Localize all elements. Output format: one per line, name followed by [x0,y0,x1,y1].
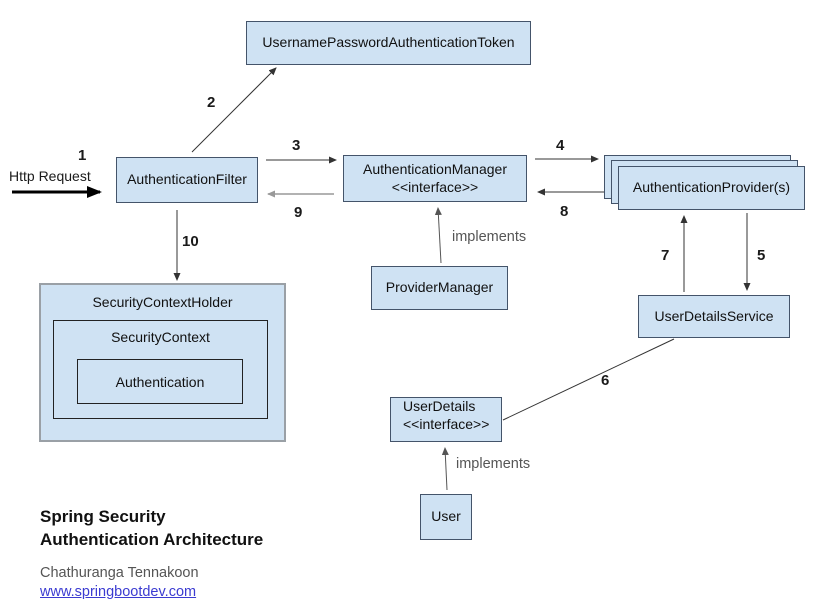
node-label-line1: AuthenticationManager [363,161,507,177]
step-label-2: 2 [207,94,216,111]
node-label: AuthenticationProvider(s) [632,179,791,196]
step-label-6: 6 [601,372,610,389]
arrow-step-2 [191,67,277,153]
node-authentication: Authentication [77,359,243,404]
arrow-implements-user [441,447,449,491]
step-label-1: 1 [78,147,87,164]
step-label-7: 7 [661,247,670,264]
implements-label-user: implements [456,456,531,472]
node-label: User [431,508,461,525]
title-block: Spring Security Authentication Architect… [40,505,263,602]
author-name: Chathuranga Tennakoon [40,564,199,581]
node-label-line1: UserDetails [403,398,476,414]
node-label-line2: <<interface>> [403,415,490,432]
website-link[interactable]: www.springbootdev.com [40,583,197,600]
node-label: SecurityContextHolder [92,294,233,310]
node-user-details: UserDetails <<interface>> [390,397,502,442]
diagram-title-line1: Spring Security [40,507,166,526]
node-label: AuthenticationFilter [127,171,247,188]
step-label-5: 5 [757,247,766,264]
node-label-line2: <<interface>> [391,178,479,195]
step-label-9: 9 [294,204,303,221]
node-label: SecurityContext [111,329,210,345]
http-request-label: Http Request [9,168,91,184]
step-label-10: 10 [182,233,199,250]
node-provider-manager: ProviderManager [371,266,508,310]
node-authentication-filter: AuthenticationFilter [116,157,258,203]
diagram-title-line2: Authentication Architecture [40,530,264,550]
node-username-password-authentication-token: UsernamePasswordAuthenticationToken [246,21,531,65]
step-label-3: 3 [292,137,301,154]
node-security-context-holder: SecurityContextHolder SecurityContext Au… [39,283,286,442]
arrow-implements-providermanager [434,207,442,264]
node-label: ProviderManager [385,279,494,296]
node-label: UserDetailsService [654,307,774,324]
step-label-4: 4 [556,137,565,154]
node-user-details-service: UserDetailsService [638,295,790,338]
node-security-context: SecurityContext Authentication [53,320,268,419]
step-label-8: 8 [560,203,569,220]
node-label: UsernamePasswordAuthenticationToken [262,34,515,51]
node-authentication-manager: AuthenticationManager <<interface>> [343,155,527,202]
implements-label-provider-manager: implements [452,229,527,245]
node-label: Authentication [115,373,205,390]
node-authentication-providers: AuthenticationProvider(s) [618,166,805,210]
line-step-6 [502,338,675,421]
node-user: User [420,494,472,540]
